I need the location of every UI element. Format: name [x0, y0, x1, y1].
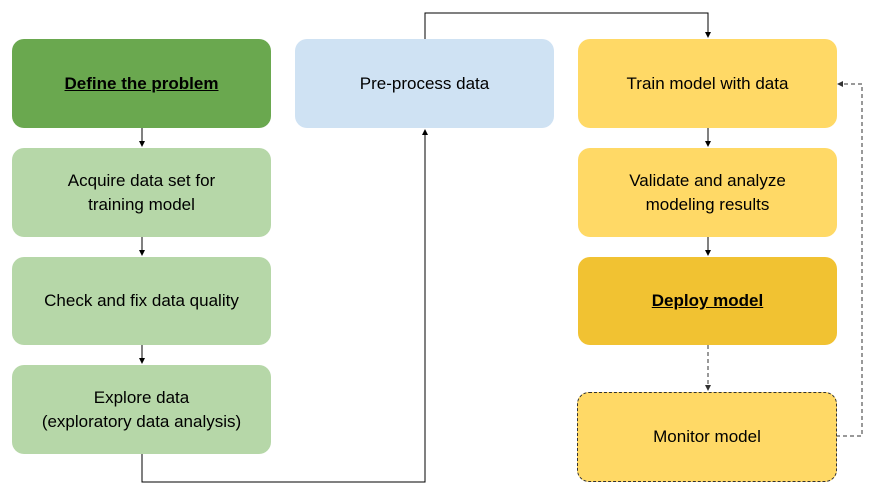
step-acquire-data: Acquire data set for training model	[12, 148, 271, 237]
step-validate: Validate and analyze modeling results	[578, 148, 837, 237]
step-deploy-model-label: Deploy model	[651, 291, 764, 310]
step-explore-data: Explore data (exploratory data analysis)	[12, 365, 271, 454]
step-deploy-model: Deploy model	[578, 257, 837, 345]
step-check-quality-label: Check and fix data quality	[44, 291, 239, 310]
arrow-explore-to-preprocess	[141, 129, 428, 483]
step-define-problem-label: Define the problem	[64, 73, 219, 93]
step-preprocess-label: Pre-process data	[359, 73, 490, 93]
step-check-quality: Check and fix data quality	[12, 257, 271, 345]
step-explore-data-label: Explore data (exploratory data analysis)	[41, 387, 242, 431]
step-validate-label: Validate and analyze modeling results	[629, 170, 786, 214]
step-train-model: Train model with data	[578, 39, 837, 128]
step-monitor-model-label: Monitor model	[653, 427, 761, 446]
arrow-monitor-to-train	[836, 81, 863, 437]
step-define-problem: Define the problem	[12, 39, 271, 128]
step-train-model-label: Train model with data	[626, 73, 789, 93]
step-monitor-model: Monitor model	[577, 392, 837, 482]
arrow-preprocess-to-train	[424, 12, 711, 39]
step-acquire-data-label: Acquire data set for training model	[67, 170, 216, 214]
step-preprocess: Pre-process data	[295, 39, 554, 128]
